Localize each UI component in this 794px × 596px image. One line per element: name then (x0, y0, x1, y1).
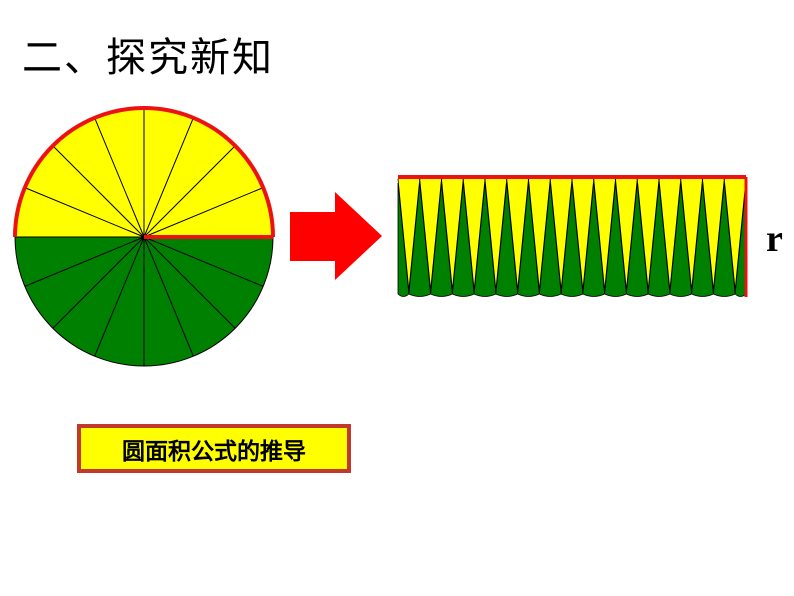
caption-box: 圆面积公式的推导 (77, 424, 351, 473)
rearranged-strip (397, 175, 748, 297)
sector-divider (143, 236, 194, 357)
sector-divider (143, 117, 194, 238)
sector-divider (94, 236, 145, 357)
sector-divider (94, 117, 145, 238)
half-circumference-highlight (13, 106, 275, 238)
height-label-r: r (766, 218, 783, 260)
sector-divider (52, 145, 145, 238)
right-arrow-icon (290, 192, 382, 280)
sector-divider (143, 236, 236, 329)
sector-divider (143, 187, 264, 238)
slide-title: 二、探究新知 (22, 35, 274, 81)
sector-divider (52, 236, 145, 329)
sector-divider (143, 145, 236, 238)
caption-text: 圆面积公式的推导 (122, 438, 306, 465)
sector-divider (24, 187, 145, 238)
divided-circle (13, 106, 275, 367)
sector-divider (143, 236, 264, 287)
sector-divider (24, 236, 145, 287)
